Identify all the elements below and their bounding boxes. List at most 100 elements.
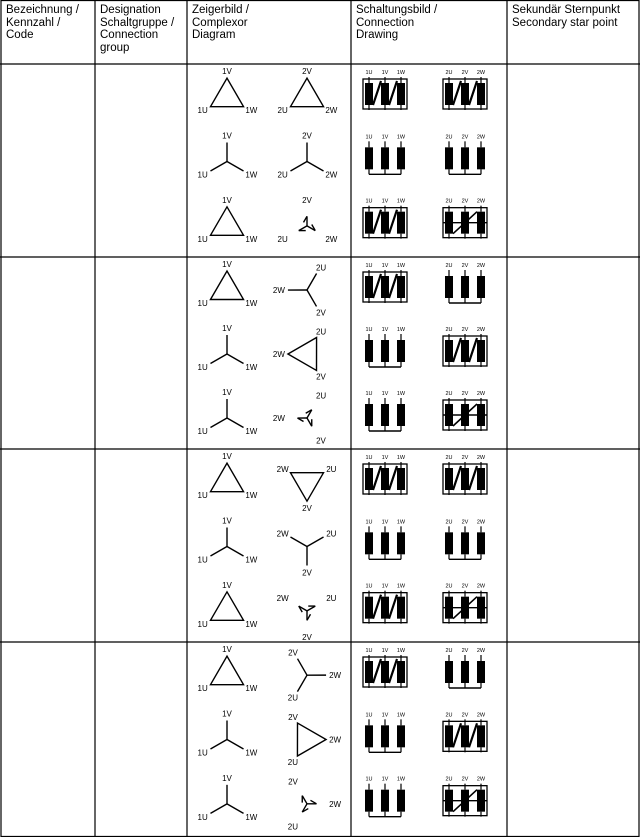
phasor-label-2U: 2U bbox=[326, 594, 336, 603]
phasor-label-2W: 2W bbox=[325, 106, 337, 115]
winding-coil bbox=[381, 725, 389, 748]
terminal-label-1V: 1V bbox=[382, 263, 389, 269]
terminal-label-1U: 1U bbox=[365, 648, 372, 654]
phasor-label-2U: 2U bbox=[288, 758, 298, 767]
phasor-label-1W: 1W bbox=[245, 299, 257, 308]
star-arm bbox=[210, 545, 228, 557]
zigzag-arm bbox=[306, 409, 313, 419]
phasor-label-1U: 1U bbox=[198, 235, 208, 244]
phasor-label-1W: 1W bbox=[245, 620, 257, 629]
phasor-label-1V: 1V bbox=[222, 452, 232, 461]
terminal-label-1U: 1U bbox=[365, 327, 372, 333]
zigzag-arm bbox=[301, 795, 308, 805]
phasor-label-2U: 2U bbox=[326, 530, 336, 539]
winding-coil bbox=[381, 404, 389, 426]
phasor-label-1U: 1U bbox=[198, 299, 208, 308]
winding-coil bbox=[365, 468, 373, 490]
phasor-label-1W: 1W bbox=[245, 106, 257, 115]
header-group: Designation Schaltgruppe / Connection gr… bbox=[100, 4, 175, 54]
winding-coil bbox=[365, 211, 373, 234]
terminal-label-2U: 2U bbox=[445, 134, 452, 140]
phasor-label-2U: 2U bbox=[278, 170, 288, 179]
winding-coil bbox=[381, 596, 389, 619]
terminal-label-1U: 1U bbox=[365, 134, 372, 140]
zigzag-arm bbox=[298, 605, 303, 613]
terminal-label-2V: 2V bbox=[462, 199, 469, 205]
winding-coil bbox=[381, 661, 389, 683]
star-arm bbox=[210, 160, 228, 172]
phasor-label-1U: 1U bbox=[198, 555, 208, 564]
delta-link bbox=[451, 337, 463, 363]
delta-link bbox=[371, 273, 383, 299]
terminal-label-2V: 2V bbox=[462, 327, 469, 333]
terminal-label-1W: 1W bbox=[397, 327, 406, 333]
winding-coil bbox=[445, 147, 453, 170]
phasor-label-2U: 2U bbox=[288, 694, 298, 703]
phasor-label-1U: 1U bbox=[198, 620, 208, 629]
terminal-label-2W: 2W bbox=[477, 584, 486, 590]
terminal-label-2V: 2V bbox=[462, 70, 469, 76]
terminal-label-1U: 1U bbox=[365, 70, 372, 76]
phasor-label-1U: 1U bbox=[198, 813, 208, 822]
terminal-label-1W: 1W bbox=[397, 455, 406, 461]
delta-link bbox=[371, 658, 383, 684]
terminal-label-1V: 1V bbox=[382, 777, 389, 783]
star-arm bbox=[226, 353, 244, 365]
terminal-label-1W: 1W bbox=[397, 263, 406, 269]
phasor-label-2W: 2W bbox=[277, 530, 289, 539]
star-arm bbox=[306, 289, 318, 307]
star-arm bbox=[226, 417, 244, 429]
phasor-label-2W: 2W bbox=[329, 800, 341, 809]
winding-coil bbox=[365, 340, 373, 362]
zigzag-arm bbox=[306, 417, 313, 427]
terminal-label-2U: 2U bbox=[445, 70, 452, 76]
delta-shape bbox=[209, 205, 245, 237]
phasor-label-1V: 1V bbox=[222, 774, 232, 783]
delta-shape bbox=[209, 461, 245, 493]
zigzag-arm bbox=[301, 807, 309, 813]
phasor-label-2V: 2V bbox=[302, 569, 312, 578]
zigzag-arm bbox=[311, 224, 316, 231]
delta-shape bbox=[209, 269, 245, 301]
phasor-label-2V: 2V bbox=[302, 196, 312, 205]
terminal-label-1V: 1V bbox=[382, 648, 389, 654]
winding-coil bbox=[397, 211, 405, 234]
phasor-label-2W: 2W bbox=[273, 414, 285, 423]
zigzag-arm bbox=[301, 803, 308, 813]
phasor-label-1V: 1V bbox=[222, 645, 232, 654]
terminal-label-1V: 1V bbox=[382, 199, 389, 205]
terminal-label-1U: 1U bbox=[365, 263, 372, 269]
winding-coil bbox=[381, 532, 389, 555]
terminal-label-2U: 2U bbox=[445, 712, 452, 718]
phasor-label-1V: 1V bbox=[222, 196, 232, 205]
primary-connection-drawing: 1U 1V 1W bbox=[362, 263, 408, 303]
terminal-label-2W: 2W bbox=[477, 134, 486, 140]
zigzag-arm bbox=[310, 799, 317, 805]
terminal-label-2U: 2U bbox=[445, 391, 452, 397]
terminal-label-1U: 1U bbox=[365, 519, 372, 525]
winding-coil bbox=[477, 340, 485, 362]
delta-link bbox=[467, 337, 479, 363]
delta-bus bbox=[362, 78, 408, 110]
winding-coil bbox=[461, 468, 469, 490]
delta-link bbox=[371, 80, 383, 106]
terminal-label-1U: 1U bbox=[365, 712, 372, 718]
terminal-label-1W: 1W bbox=[397, 712, 406, 718]
terminal-label-1W: 1W bbox=[397, 70, 406, 76]
